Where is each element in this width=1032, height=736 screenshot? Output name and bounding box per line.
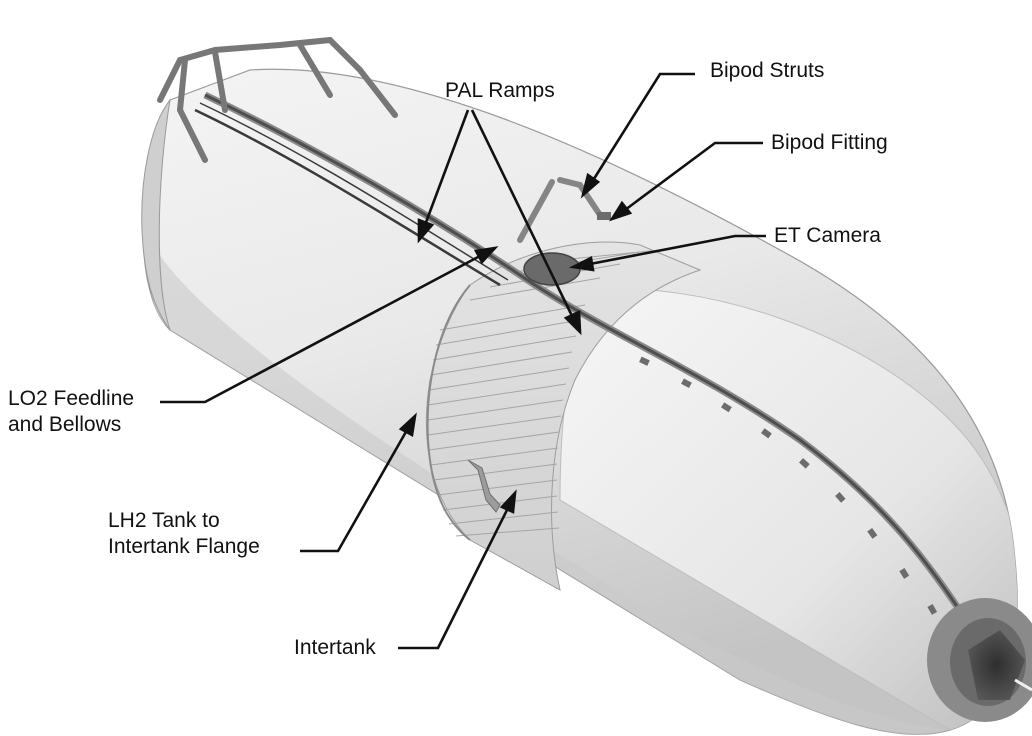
bipod-fitting xyxy=(597,212,611,220)
label-et-camera: ET Camera xyxy=(774,223,881,249)
et-camera xyxy=(524,253,580,285)
label-lo2-feedline-line2: and Bellows xyxy=(8,412,134,438)
label-lo2-feedline: LO2 Feedline and Bellows xyxy=(8,386,134,438)
label-intertank: Intertank xyxy=(294,635,376,661)
label-pal-ramps: PAL Ramps xyxy=(445,78,555,104)
label-bipod-fitting: Bipod Fitting xyxy=(771,130,888,156)
label-lo2-feedline-line1: LO2 Feedline xyxy=(8,386,134,412)
label-lh2-flange-line1: LH2 Tank to xyxy=(108,508,260,534)
label-bipod-struts: Bipod Struts xyxy=(710,58,824,84)
label-lh2-flange-line2: Intertank Flange xyxy=(108,534,260,560)
label-lh2-intertank-flange: LH2 Tank to Intertank Flange xyxy=(108,508,260,560)
